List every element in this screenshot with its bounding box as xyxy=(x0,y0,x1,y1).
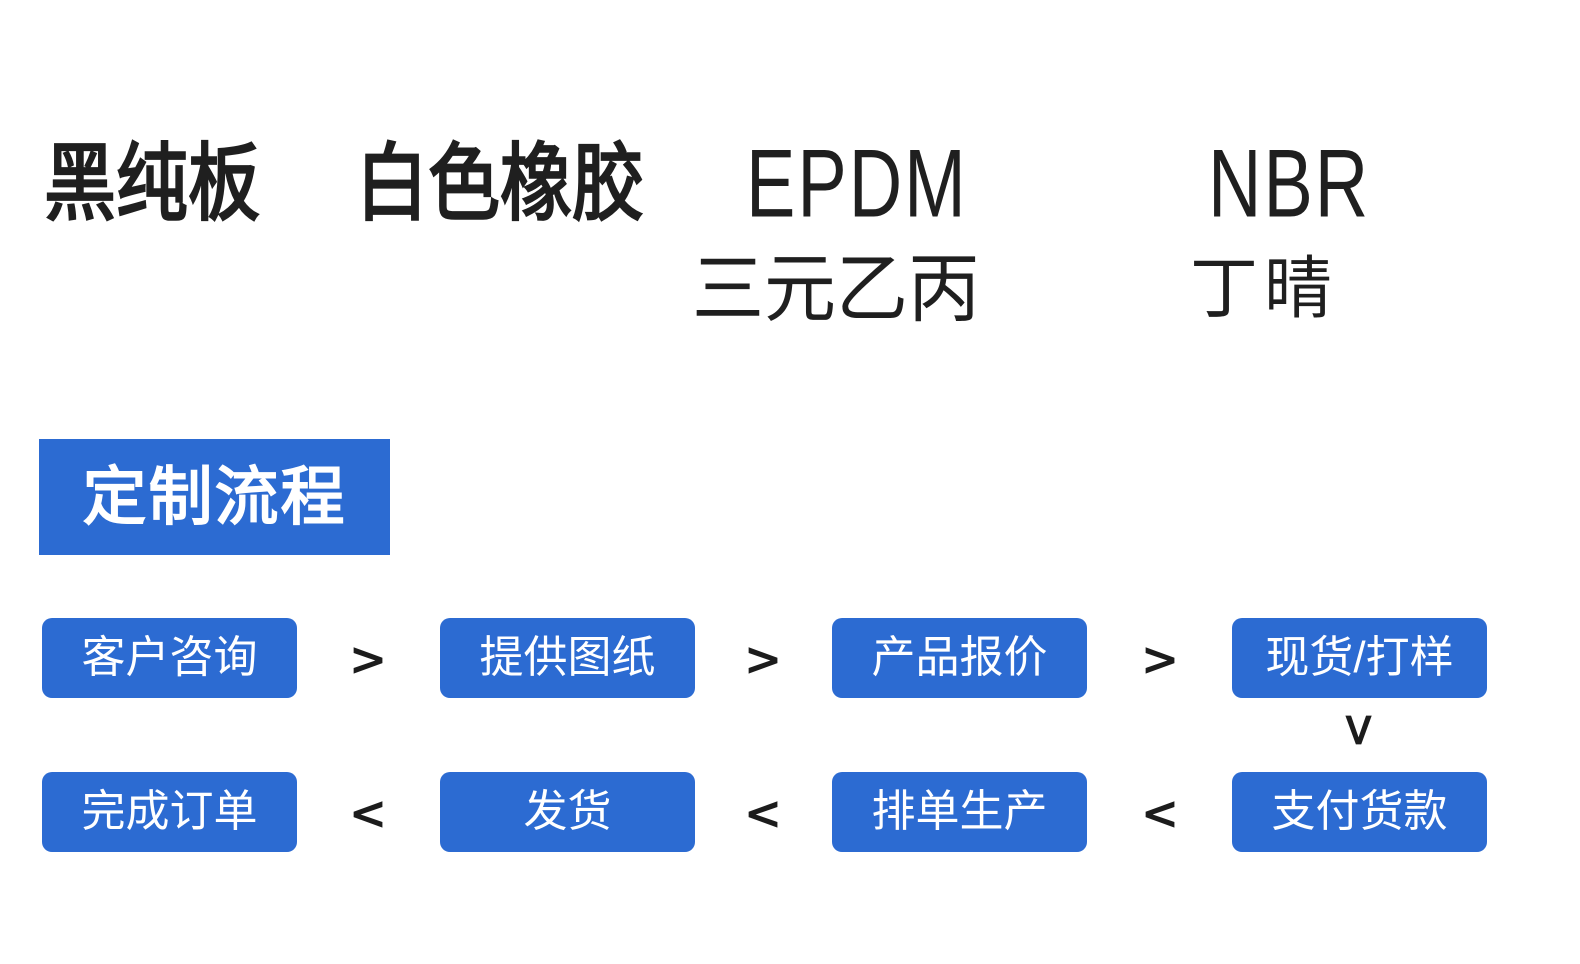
flow-step-pay-for-goods: 支付货款 xyxy=(1232,772,1487,852)
arrow-right-icon: > xyxy=(348,632,388,686)
flow-step-stock-or-sample: 现货/打样 xyxy=(1232,618,1487,698)
flow-step-schedule-production: 排单生产 xyxy=(832,772,1087,852)
section-title-badge: 定制流程 xyxy=(39,439,390,555)
material-label-epdm-chinese: 三元乙丙 xyxy=(692,247,981,332)
flow-step-complete-order: 完成订单 xyxy=(42,772,297,852)
flow-step-product-quote: 产品报价 xyxy=(832,618,1087,698)
material-label-nbr-chinese: 丁晴 xyxy=(1190,250,1339,329)
material-label-epdm: EPDM xyxy=(746,129,968,238)
arrow-left-icon: < xyxy=(1140,786,1180,840)
arrow-left-icon: < xyxy=(348,786,388,840)
arrow-left-icon: < xyxy=(743,786,783,840)
material-label-white-rubber: 白色橡胶 xyxy=(356,137,645,232)
flow-step-provide-drawings: 提供图纸 xyxy=(440,618,695,698)
flow-step-ship-goods: 发货 xyxy=(440,772,695,852)
section-title: 定制流程 xyxy=(82,461,347,533)
arrow-right-icon: > xyxy=(1140,632,1180,686)
arrow-down-icon: > xyxy=(1333,710,1387,750)
material-label-nbr: NBR xyxy=(1208,129,1371,238)
flow-step-customer-inquiry: 客户咨询 xyxy=(42,618,297,698)
material-label-black-board: 黑纯板 xyxy=(44,137,261,232)
arrow-right-icon: > xyxy=(743,632,783,686)
